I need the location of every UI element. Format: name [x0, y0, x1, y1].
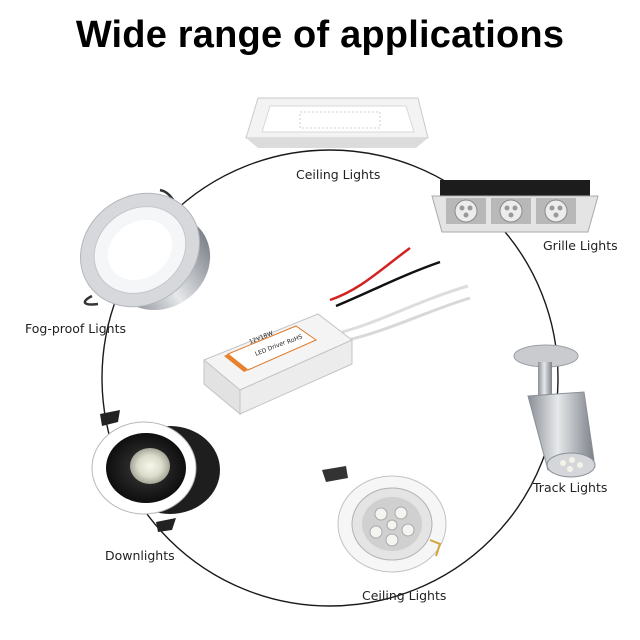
ceiling-panel-icon [245, 97, 429, 148]
label-fog-proof-lights: Fog-proof Lights [25, 321, 127, 336]
downlight-icon [91, 410, 220, 532]
track-light-icon [513, 344, 596, 478]
label-track-lights: Track Lights [533, 480, 608, 495]
label-ceiling-lights-bottom: Ceiling Lights [362, 588, 447, 603]
connection-circle [101, 149, 559, 607]
led-driver-icon: 12V18W LED Driver RoHS [203, 246, 471, 416]
ceiling-spot-icon [322, 466, 447, 573]
page-title: Wide range of applications [75, 14, 565, 56]
grille-light-icon [431, 180, 599, 233]
fog-proof-light-icon [80, 188, 211, 311]
label-downlights: Downlights [105, 548, 175, 563]
label-ceiling-lights-top: Ceiling Lights [296, 167, 381, 182]
label-grille-lights: Grille Lights [543, 238, 618, 253]
